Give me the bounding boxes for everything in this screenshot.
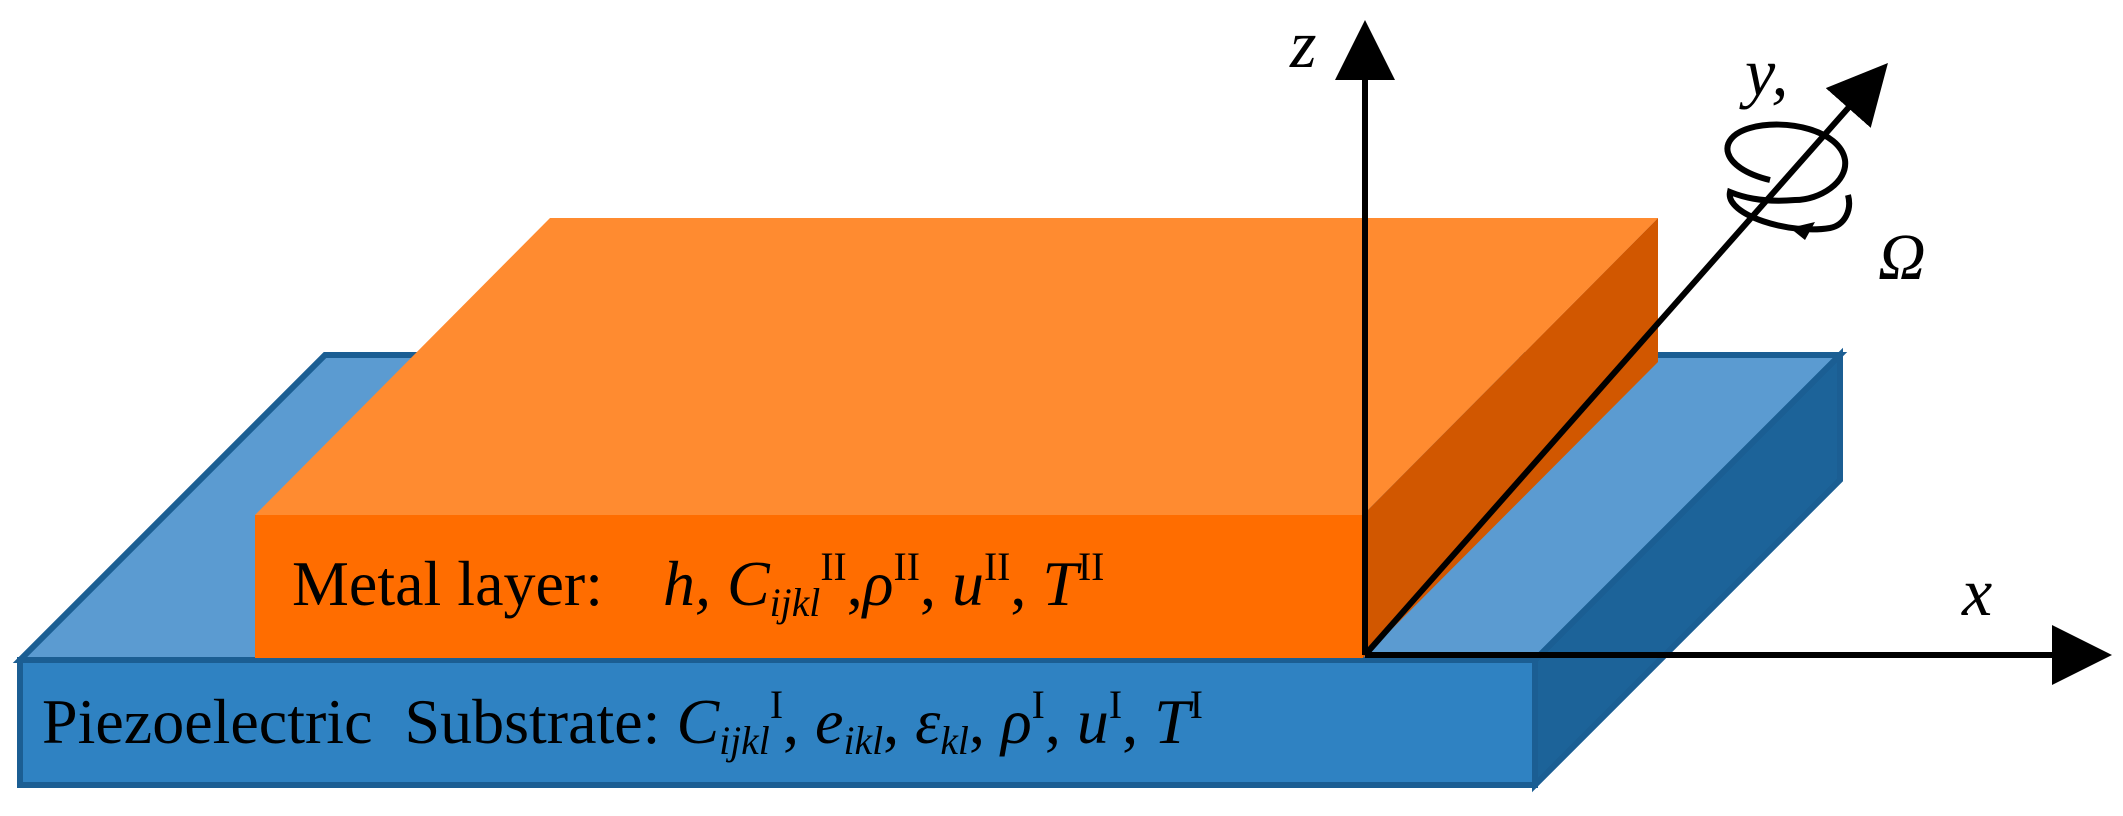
substrate-title: Piezoelectric Substrate:	[42, 686, 661, 757]
y-axis-label: y,	[1745, 34, 1789, 110]
metal-displacement-symbol: uII	[951, 545, 1011, 619]
metal-density-symbol: ρII	[862, 545, 920, 619]
substrate-stiffness-symbol: CijklI	[676, 683, 784, 764]
substrate-density-symbol: ρI	[1000, 683, 1045, 757]
rotation-arrowhead-icon	[1790, 222, 1815, 240]
substrate-label: Piezoelectric Substrate: CijklI, eikl, ε…	[42, 683, 1203, 764]
rotation-label: Ω	[1878, 221, 1926, 294]
metal-layer-title: Metal layer:	[292, 548, 603, 619]
substrate-stress-symbol: TI	[1154, 683, 1203, 757]
substrate-front-face	[17, 657, 1538, 788]
metal-stiffness-symbol: CijklII	[726, 545, 847, 626]
metal-thickness-symbol: h,	[662, 548, 711, 619]
metal-layer-label: Metal layer:h, CijklII,ρII, uII, TII	[292, 545, 1105, 626]
metal-layer-side-face	[1363, 218, 1658, 658]
metal-stress-symbol: TII	[1042, 545, 1105, 619]
substrate-displacement-symbol: uI	[1076, 683, 1123, 757]
metal-layer-front-face	[255, 515, 1363, 658]
metal-layer-top-face	[255, 218, 1658, 515]
x-axis-label: x	[1962, 554, 1993, 630]
rotation-arrow-icon	[1724, 121, 1852, 233]
substrate-permittivity-symbol: εkl	[915, 686, 969, 764]
substrate-piezo-symbol: eikl	[815, 686, 884, 764]
z-axis-label: z	[1290, 6, 1317, 82]
y-axis	[1362, 63, 1888, 657]
